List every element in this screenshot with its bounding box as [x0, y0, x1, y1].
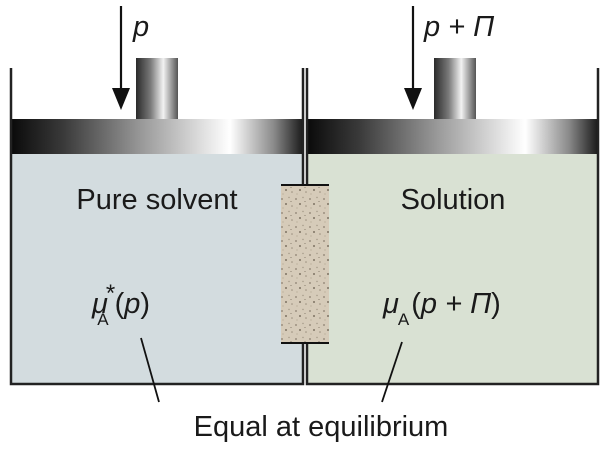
solution-region — [307, 150, 598, 384]
pure-solvent-region — [11, 150, 303, 384]
left-leader-line — [140, 337, 160, 403]
right-chamber — [305, 6, 600, 386]
pure-solvent-chemical-potential: μ*A(p) — [91, 280, 150, 329]
right-piston-rod — [434, 58, 476, 119]
solution-label: Solution — [401, 184, 506, 216]
left-piston-rod — [136, 58, 178, 119]
right-pressure-label: p + Π — [423, 11, 495, 43]
pure-solvent-label: Pure solvent — [76, 184, 237, 216]
left-piston — [11, 119, 303, 154]
right-pressure-arrow — [404, 6, 422, 110]
equilibrium-caption: Equal at equilibrium — [194, 411, 449, 443]
right-piston — [307, 119, 598, 154]
solution-chemical-potential: μA(p + Π) — [382, 288, 501, 329]
left-chamber — [9, 6, 305, 386]
right-leader-line — [381, 341, 403, 403]
left-pressure-arrow — [112, 6, 130, 110]
left-pressure-label: p — [132, 11, 149, 43]
semipermeable-membrane — [281, 184, 329, 344]
